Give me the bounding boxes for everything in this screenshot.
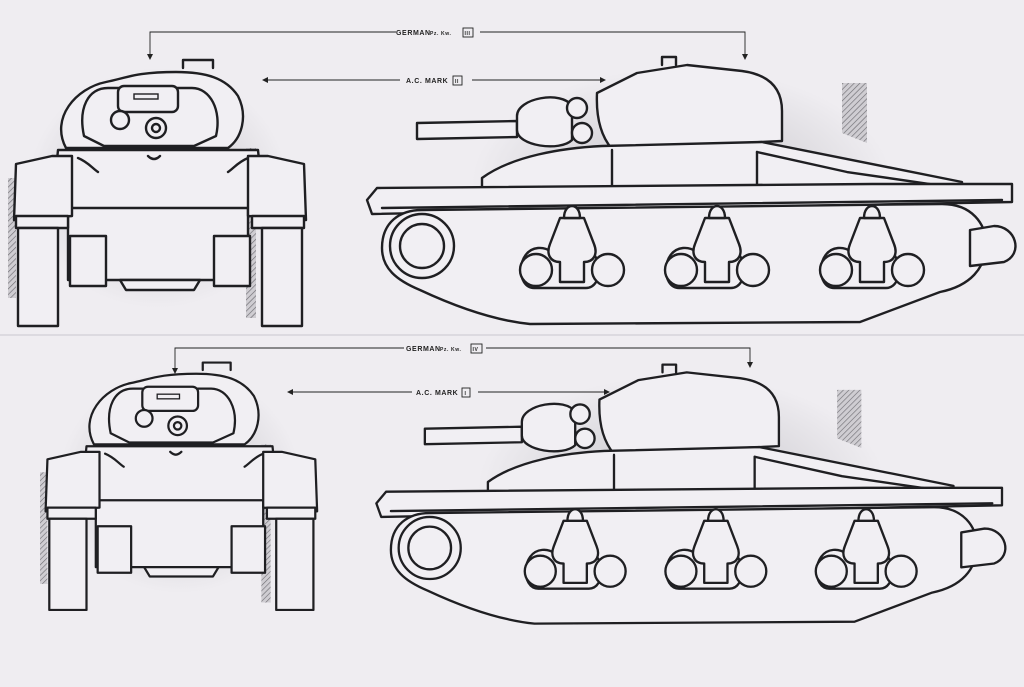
row-1-ac-mark: II — [455, 79, 459, 85]
row-1-ac-leader — [262, 77, 606, 83]
row-1-side-view — [367, 57, 1015, 324]
row-2-ac-mark-box — [461, 387, 471, 398]
row-2-tank: GERMAN Pz. Kw. IV A.C. MARK I — [38, 343, 1005, 624]
row-1-german-label: GERMAN — [396, 30, 431, 37]
row-2-ac-mark: I — [465, 391, 467, 397]
row-1-tank: GERMAN Pz. Kw. III A.C. MARK II — [6, 27, 1015, 328]
row-2-german-mark-box — [470, 343, 483, 354]
row-1-ac-mark-box — [452, 75, 463, 86]
row-2-front-view — [38, 361, 319, 612]
row-1-german-mark-box — [462, 27, 474, 38]
row-1-front-view — [6, 58, 308, 328]
row-2-german-mark: IV — [473, 347, 479, 353]
row-1-ac-label: A.C. MARK — [406, 78, 448, 85]
row-2-side-view — [376, 365, 1005, 624]
row-2-ac-leader — [287, 389, 610, 395]
row-1-german-model: Pz. Kw. — [430, 31, 452, 37]
row-1-german-leader — [147, 31, 748, 60]
plate-divider — [0, 334, 1024, 336]
row-1-german-mark: III — [465, 31, 471, 37]
row-2-german-model: Pz. Kw. — [440, 347, 462, 353]
row-2-german-label: GERMAN — [406, 346, 441, 353]
row-2-ac-label: A.C. MARK — [416, 390, 458, 397]
row-2-german-leader — [172, 347, 753, 374]
